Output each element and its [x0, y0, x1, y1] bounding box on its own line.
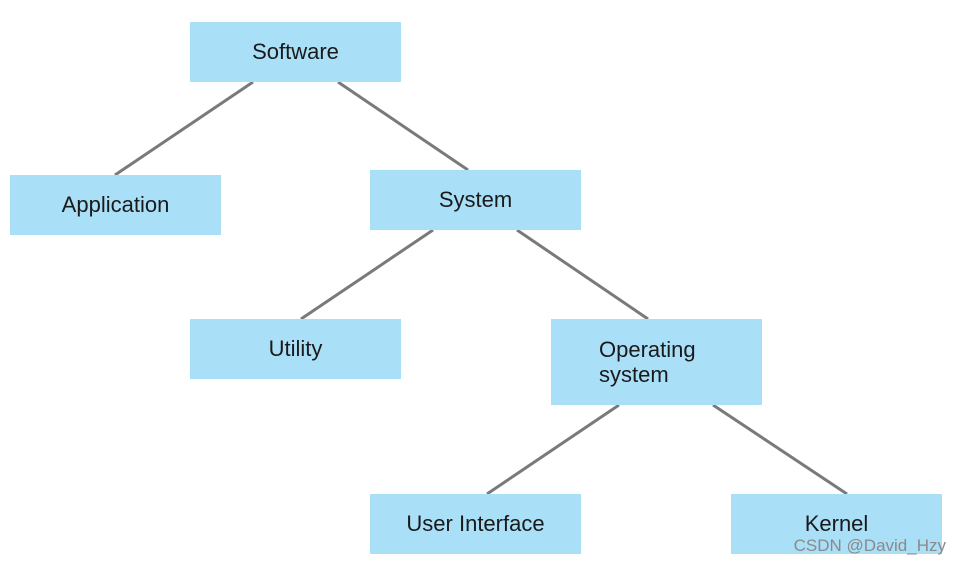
- node-user-interface: User Interface: [370, 494, 581, 554]
- edge-software-application: [114, 80, 254, 177]
- node-utility-label: Utility: [268, 336, 323, 362]
- node-user-interface-label: User Interface: [406, 511, 545, 537]
- watermark-text: CSDN @David_Hzy: [793, 536, 946, 555]
- node-software-label: Software: [252, 39, 339, 65]
- edge-operating-system-user-interface: [486, 403, 620, 496]
- edge-system-utility: [300, 228, 434, 321]
- edge-software-system: [337, 80, 469, 172]
- node-software: Software: [190, 22, 401, 82]
- node-kernel-label: Kernel: [804, 511, 869, 537]
- node-application-label: Application: [61, 192, 170, 218]
- edge-operating-system-kernel: [712, 403, 848, 496]
- node-kernel: Kernel: [731, 494, 942, 554]
- node-application: Application: [10, 175, 221, 235]
- edge-system-operating-system: [516, 228, 649, 321]
- node-operating-system: Operating system: [551, 319, 762, 405]
- node-operating-system-label: Operating system: [599, 336, 696, 387]
- node-utility: Utility: [190, 319, 401, 379]
- node-system: System: [370, 170, 581, 230]
- node-system-label: System: [438, 187, 513, 213]
